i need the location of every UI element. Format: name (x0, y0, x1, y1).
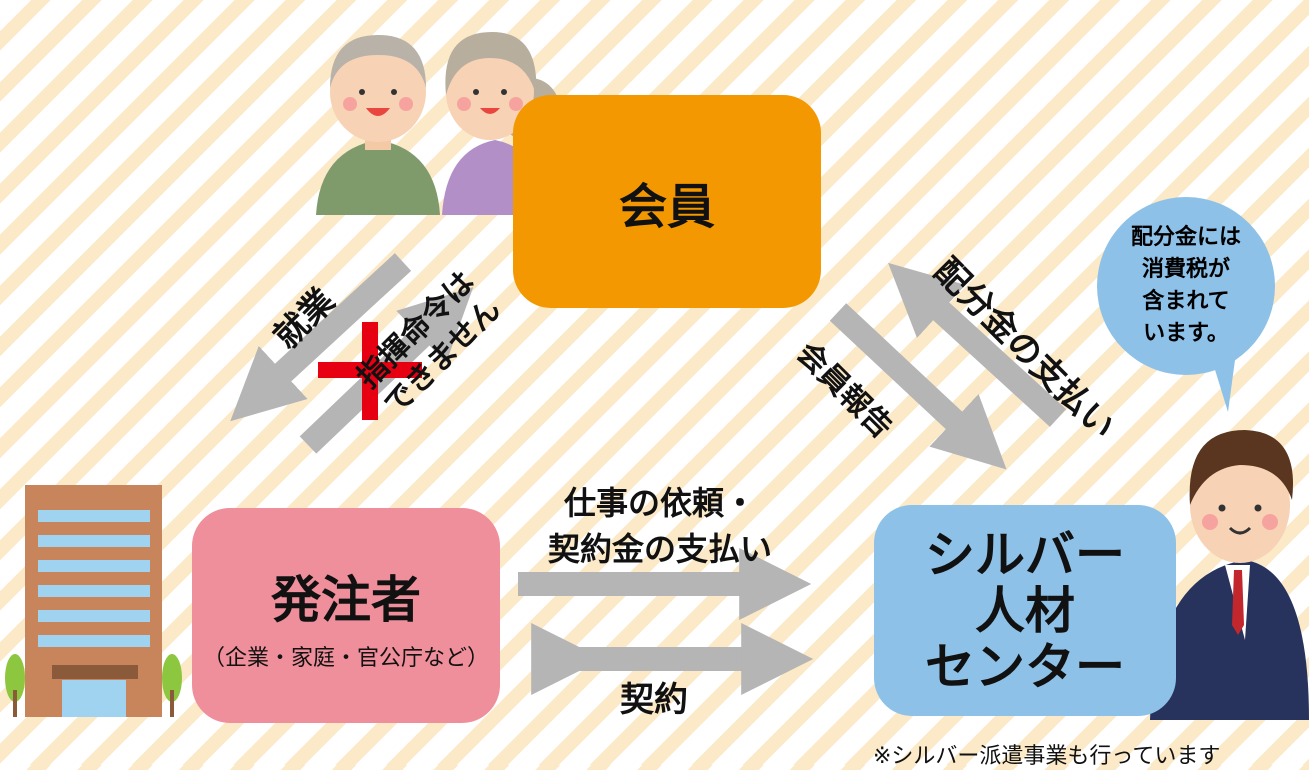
client-title: 発注者 (271, 570, 421, 629)
work-arrow (230, 253, 412, 422)
center-node: シルバー 人材 センター (874, 505, 1176, 716)
member-report-arrow (829, 303, 1007, 470)
client-node: 発注者 （企業・家庭・官公庁など） (192, 508, 500, 723)
payment-arrow (888, 262, 1067, 427)
center-label-line3: センター (925, 637, 1125, 696)
request-label-line2: 契約金の支払い (547, 530, 772, 568)
client-subtitle: （企業・家庭・官公庁など） (202, 645, 489, 671)
tax-note-bubble: 配分金には 消費税が 含まれて います。 (1097, 197, 1275, 375)
bubble-tail (1212, 360, 1235, 412)
member-label: 会員 (618, 178, 715, 235)
contract-label: 契約 (620, 680, 688, 720)
staff-man-icon (1145, 430, 1309, 720)
elderly-man-icon (316, 35, 440, 215)
center-label-line1: シルバー (925, 525, 1125, 584)
member-node: 会員 (513, 95, 821, 308)
bubble-line4: います。 (1143, 321, 1229, 346)
request-label: 仕事の依頼・ 契約金の支払い (500, 480, 820, 572)
office-building-icon (5, 485, 182, 717)
bubble-line1: 配分金には (1130, 225, 1241, 250)
prohibit-cross-icon (318, 322, 422, 420)
bubble-line2: 消費税が (1141, 257, 1230, 282)
bubble-line3: 含まれて (1142, 289, 1230, 314)
center-label-line2: 人材 (975, 581, 1075, 640)
dispatch-note: ※シルバー派遣事業も行っています (873, 744, 1221, 769)
request-label-line1: 仕事の依頼・ (563, 484, 756, 522)
